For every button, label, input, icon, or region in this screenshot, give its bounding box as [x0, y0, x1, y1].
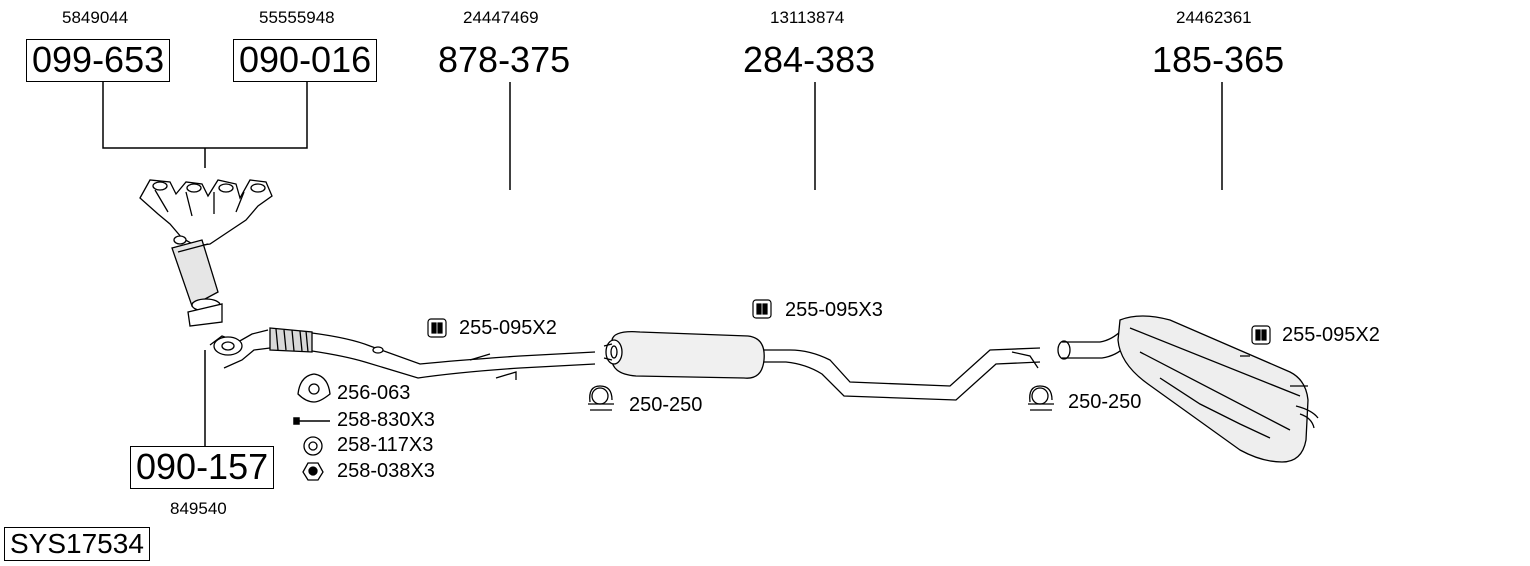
- clamp-icon: [1028, 385, 1054, 411]
- middle-silencer-drawing: [603, 331, 1041, 401]
- oem-number-090-157: 849540: [170, 499, 227, 518]
- accessory-label-hanger-1[interactable]: 255-095X2: [459, 317, 557, 339]
- clamp-icon: [588, 385, 614, 411]
- nut-icon: [302, 462, 324, 481]
- accessory-label-bolt[interactable]: 258-830X3: [337, 409, 435, 431]
- accessory-label-gasket[interactable]: 256-063: [337, 382, 411, 404]
- gasket-icon: [297, 373, 331, 403]
- rear-silencer-drawing: [1057, 315, 1319, 463]
- rubber-hanger-icon: [752, 299, 772, 319]
- accessory-label-hanger-3[interactable]: 255-095X2: [1282, 324, 1380, 346]
- washer-icon: [303, 436, 323, 456]
- manifold-drawing: [139, 179, 273, 327]
- leader-bracket: [102, 82, 308, 149]
- part-number-090-157[interactable]: 090-157: [130, 446, 275, 489]
- system-code-label: SYS17534: [4, 527, 150, 561]
- oem-number-099-653: 5849044: [62, 8, 129, 27]
- rubber-hanger-icon: [427, 318, 447, 338]
- accessory-label-nut[interactable]: 258-038X3: [337, 460, 435, 482]
- oem-number-284-383: 13113874: [770, 8, 845, 27]
- rubber-hanger-icon: [1251, 325, 1271, 345]
- part-number-090-016[interactable]: 090-016: [233, 39, 378, 82]
- accessory-label-hanger-2[interactable]: 255-095X3: [785, 299, 883, 321]
- front-pipe-drawing: [209, 327, 596, 380]
- accessory-label-clamp-1[interactable]: 250-250: [629, 394, 703, 416]
- oem-number-090-016: 55555948: [259, 8, 335, 27]
- accessory-label-clamp-2[interactable]: 250-250: [1068, 391, 1142, 413]
- bolt-icon: [293, 417, 330, 425]
- oem-number-878-375: 24447469: [463, 8, 539, 27]
- part-number-185-365[interactable]: 185-365: [1152, 39, 1285, 80]
- accessory-label-washer[interactable]: 258-117X3: [337, 434, 434, 456]
- oem-number-185-365: 24462361: [1176, 8, 1252, 27]
- part-number-099-653[interactable]: 099-653: [26, 39, 171, 82]
- part-number-878-375[interactable]: 878-375: [438, 39, 571, 80]
- part-number-284-383[interactable]: 284-383: [743, 39, 876, 80]
